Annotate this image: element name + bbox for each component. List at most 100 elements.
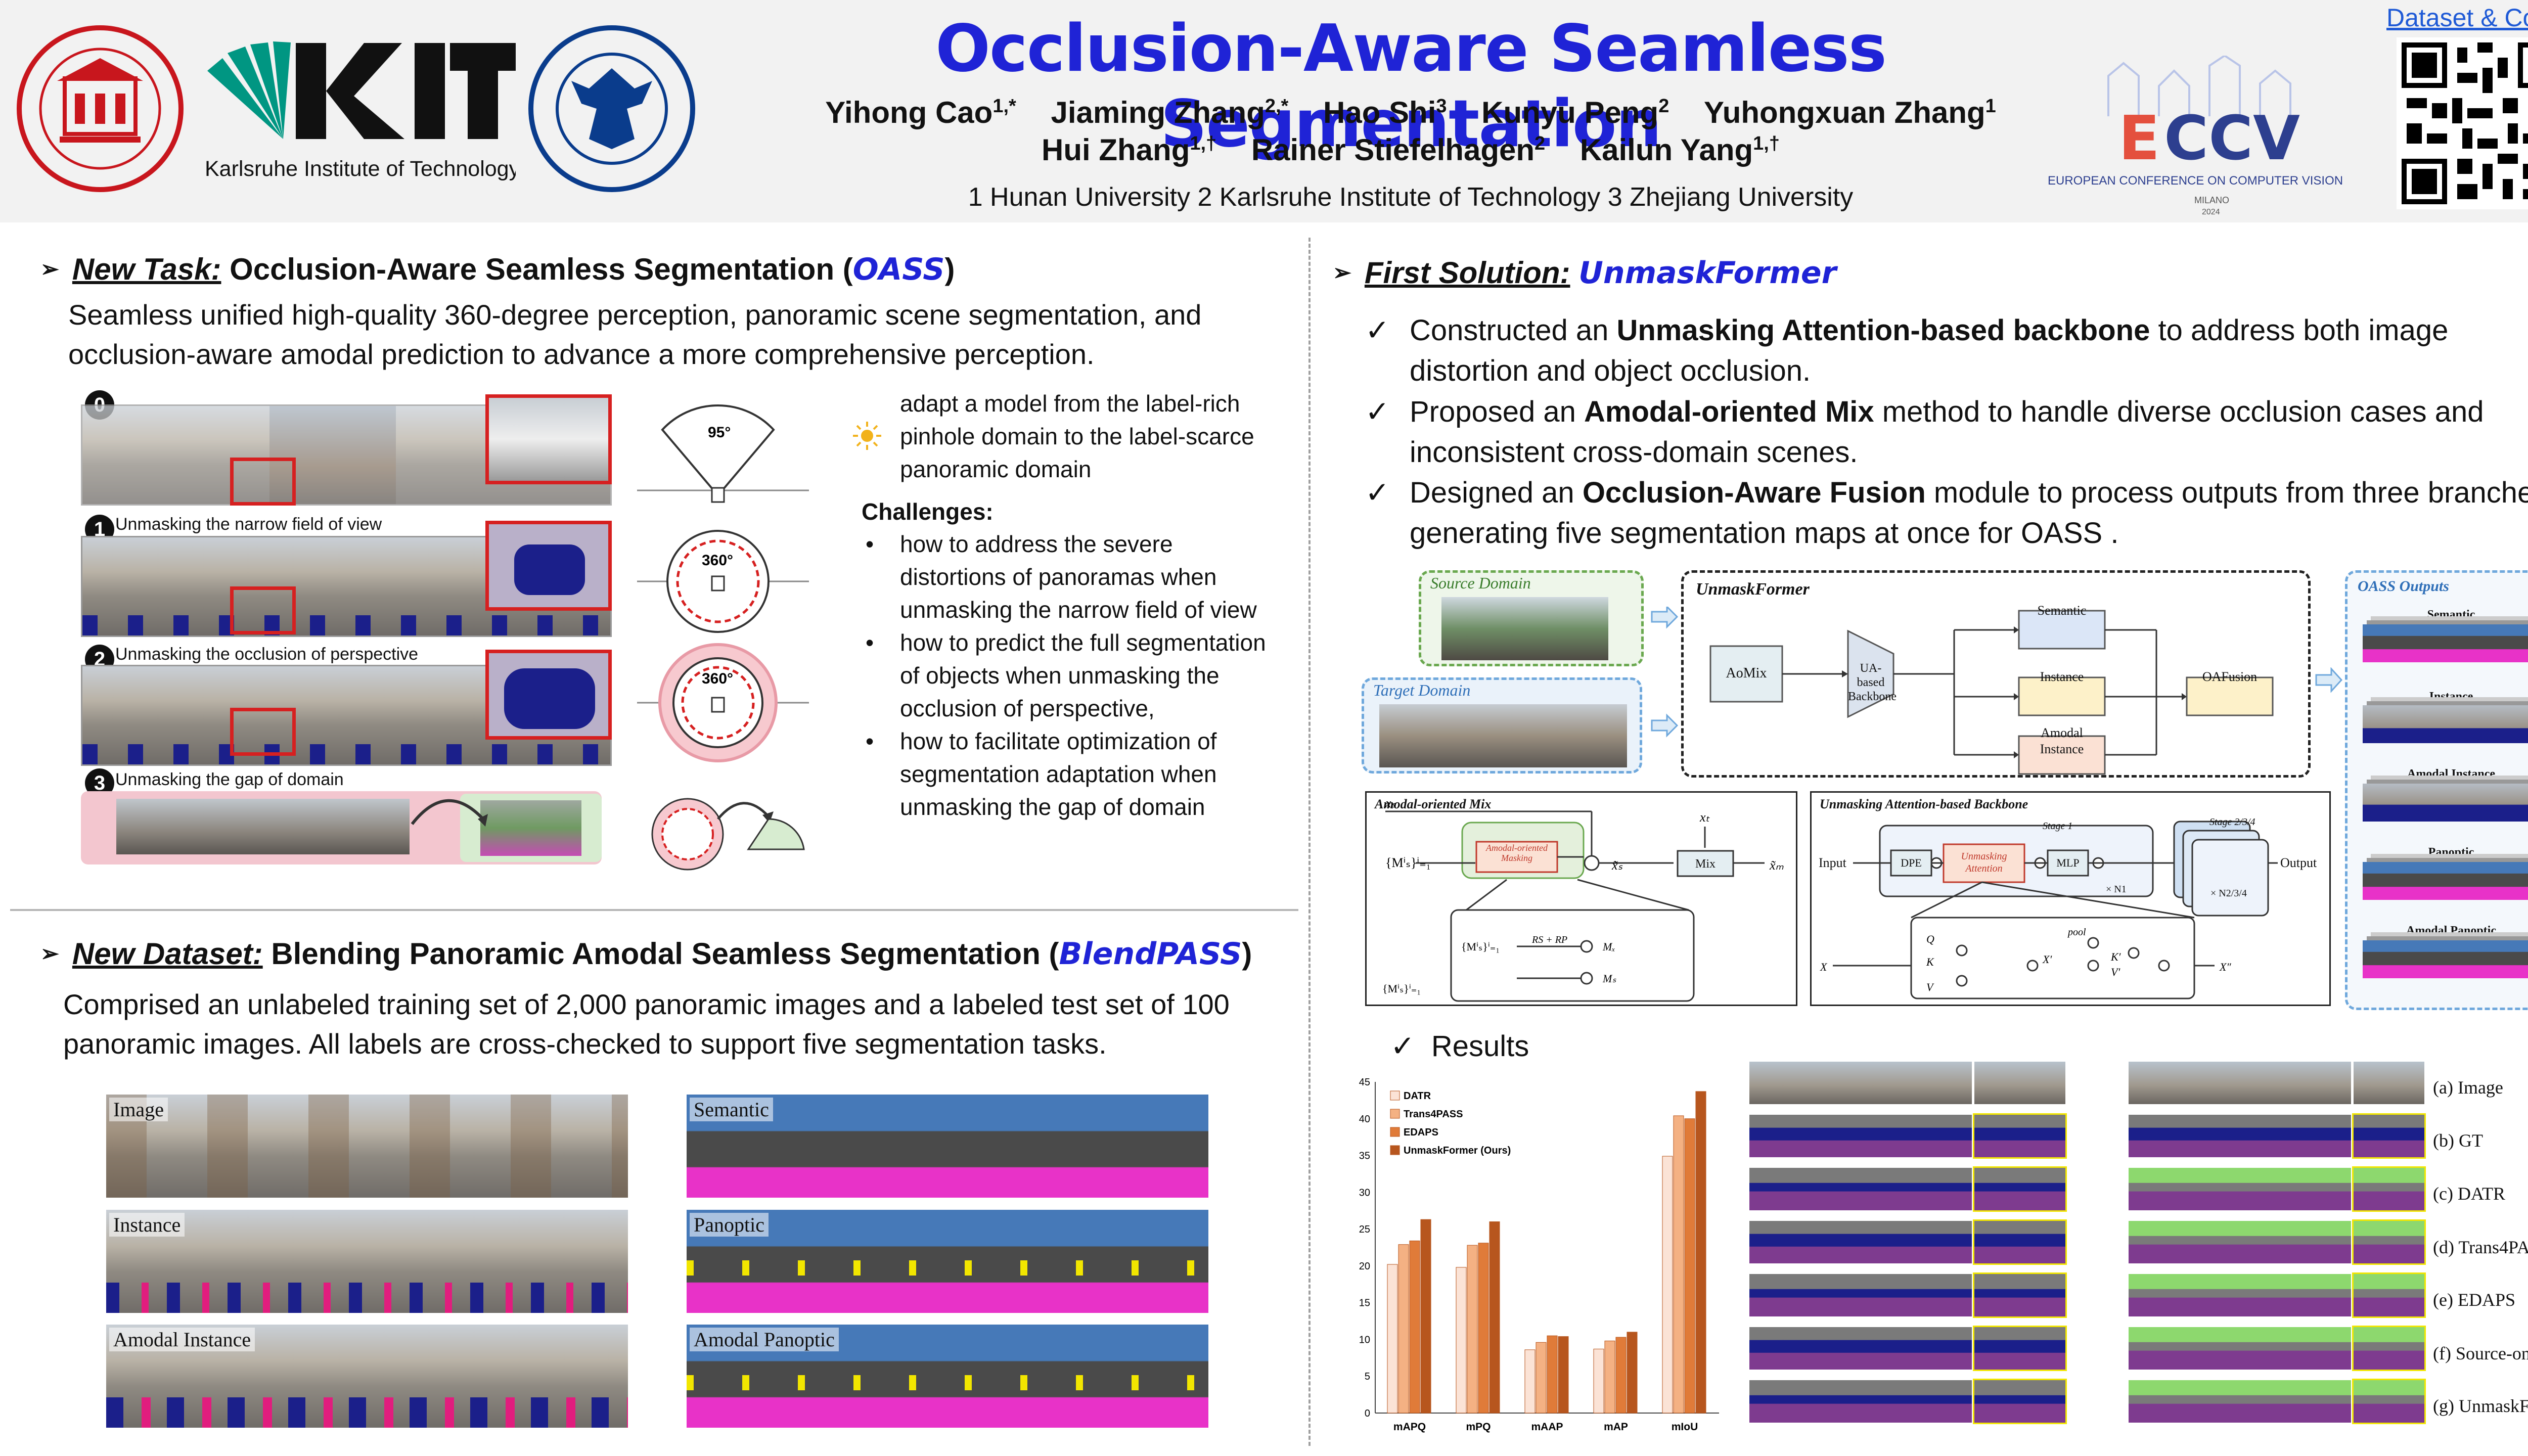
panel-label: Semantic	[690, 1098, 773, 1121]
comparison-segmentation	[2129, 1168, 2351, 1210]
step-label: Unmasking the narrow field of view	[115, 515, 382, 534]
svg-text:{Mⁱₛ}ⁱ₌₁: {Mⁱₛ}ⁱ₌₁	[1382, 982, 1421, 995]
comparison-segmentation	[1973, 1113, 2067, 1159]
checkmark-icon: ✓	[1365, 395, 1390, 428]
oass-outputs-box: OASS Outputs Semantic Instance Amodal In…	[2345, 570, 2528, 1010]
x-tick-label: mIoU	[1672, 1421, 1698, 1433]
output-label: Amodal Instance	[2407, 767, 2495, 781]
comparison-label: (c) DATR	[2433, 1184, 2505, 1204]
chart-bar	[1695, 1091, 1706, 1414]
comparison-label: (a) Image	[2433, 1077, 2503, 1098]
zhejiang-university-logo	[528, 25, 695, 192]
dataset-code-link[interactable]: Dataset & Code	[2386, 4, 2528, 32]
svg-text:x̃ₛ: x̃ₛ	[1611, 858, 1623, 873]
uab-stage1-label: Stage 1	[2043, 821, 2073, 832]
chart-bar	[1627, 1332, 1638, 1414]
target-domain-box: Target Domain	[1362, 677, 1642, 774]
svg-text:MILANO: MILANO	[2194, 195, 2229, 205]
y-tick-label: 10	[1359, 1334, 1370, 1345]
author: Yihong Cao1,*	[825, 96, 1016, 129]
kit-logo: Karlsruhe Institute of Technology	[205, 41, 516, 181]
comparison-segmentation	[2129, 1327, 2351, 1370]
svg-text:{Mⁱₛ}ⁱ₌₁: {Mⁱₛ}ⁱ₌₁	[1385, 855, 1431, 870]
solution-heading: ➢First Solution: UnmaskFormer	[1333, 255, 1837, 291]
comparison-segmentation	[2129, 1221, 2351, 1263]
y-tick-label: 40	[1359, 1114, 1370, 1125]
panel-label: Instance	[109, 1213, 185, 1237]
chart-bar	[1387, 1264, 1398, 1414]
list-item: how to address the severe distortions of…	[862, 528, 1281, 626]
y-tick-label: 25	[1359, 1224, 1370, 1235]
svg-text:X: X	[1820, 961, 1828, 973]
output-label: Semantic	[2427, 608, 2475, 621]
y-tick-label: 30	[1359, 1187, 1370, 1198]
instance-branch-label: Instance	[2040, 669, 2084, 684]
crop-box	[485, 650, 612, 740]
list-item: how to predict the full segmentation of …	[862, 626, 1281, 725]
chart-bar	[1615, 1337, 1627, 1414]
panel-label: Amodal Instance	[109, 1328, 255, 1351]
x-tick-label: mPQ	[1466, 1421, 1491, 1433]
source-domain-box: Source Domain	[1419, 570, 1644, 666]
uab-output-label: Output	[2280, 855, 2317, 870]
legend-label: UnmaskFormer (Ours)	[1404, 1145, 1511, 1156]
comparison-image	[2129, 1062, 2351, 1104]
comparison-image	[1749, 1062, 1972, 1104]
comparison-label: (g) UnmaskFormer	[2433, 1396, 2528, 1416]
comparison-segmentation	[1973, 1272, 2067, 1318]
chart-bar	[1536, 1342, 1547, 1414]
comparison-segmentation	[1749, 1327, 1972, 1370]
aomix-label: AoMix	[1726, 665, 1767, 681]
sun-icon	[853, 422, 881, 450]
y-tick-label: 15	[1359, 1298, 1370, 1309]
chart-bar	[1467, 1245, 1478, 1414]
legend-swatch	[1390, 1090, 1400, 1101]
qr-code-icon[interactable]	[2397, 37, 2528, 209]
chart-bar	[1409, 1240, 1420, 1414]
output-label: Amodal Panoptic	[2406, 924, 2496, 937]
dataset-description: Comprised an unlabeled training set of 2…	[63, 988, 1230, 1060]
author: Kunyu Peng2	[1481, 96, 1669, 129]
legend-label: EDAPS	[1404, 1127, 1438, 1138]
dataset-instance-panel: Instance	[106, 1210, 628, 1313]
poster-title: Occlusion-Aware Seamless Segmentation	[935, 11, 1887, 162]
uab-dpe-label: DPE	[1901, 856, 1922, 869]
svg-text:Q: Q	[1926, 933, 1934, 945]
arrow-right-icon	[1651, 607, 1679, 738]
comparison-segmentation	[2129, 1274, 2351, 1316]
comparison-segmentation	[2352, 1272, 2426, 1318]
unmaskformer-flow	[1709, 610, 2274, 775]
author: Jiaming Zhang2,*	[1051, 96, 1289, 129]
uab-unmask-label: Unmasking Attention	[1961, 851, 2007, 874]
comparison-segmentation	[1973, 1326, 2067, 1371]
arrow-right-icon: ➢	[40, 257, 59, 282]
amodal-oriented-mix-box: Amodal-oriented Mix	[1365, 791, 1797, 1006]
solution-bullet: ✓Proposed an Amodal-oriented Mix method …	[1365, 392, 2528, 473]
chart-bar	[1673, 1115, 1684, 1414]
results-heading: ✓ Results	[1390, 1030, 1529, 1063]
chart-bar	[1456, 1267, 1467, 1414]
svg-text:2024: 2024	[2202, 208, 2220, 216]
task-heading: ➢New Task: Occlusion-Aware Seamless Segm…	[40, 252, 955, 287]
comparison-label: (f) Source-only	[2433, 1343, 2528, 1363]
source-domain-label: Source Domain	[1430, 574, 1531, 592]
chart-bar	[1604, 1340, 1615, 1414]
legend-swatch	[1390, 1145, 1400, 1155]
panel-label: Panoptic	[690, 1213, 769, 1237]
comparison-segmentation	[1749, 1168, 1972, 1210]
fov-360-amodal-icon: 360°	[637, 643, 809, 762]
comparison-segmentation	[2352, 1379, 2426, 1424]
author: Kailun Yang1,†	[1579, 133, 1780, 167]
semantic-branch-label: Semantic	[2037, 603, 2087, 618]
uab-title: Unmasking Attention-based Backbone	[1820, 797, 2028, 811]
domain-gap-panel	[81, 791, 602, 864]
comparison-label: (e) EDAPS	[2433, 1290, 2515, 1310]
step-label: Unmasking the occlusion of perspective	[115, 645, 419, 664]
comparison-segmentation	[1749, 1221, 1972, 1263]
column-divider	[1308, 238, 1311, 1446]
comparison-segmentation	[2352, 1166, 2426, 1212]
legend-swatch	[1390, 1127, 1400, 1137]
chart-bar	[1662, 1156, 1673, 1414]
step-label: Unmasking the gap of domain	[115, 770, 344, 789]
y-tick-label: 45	[1359, 1077, 1370, 1088]
